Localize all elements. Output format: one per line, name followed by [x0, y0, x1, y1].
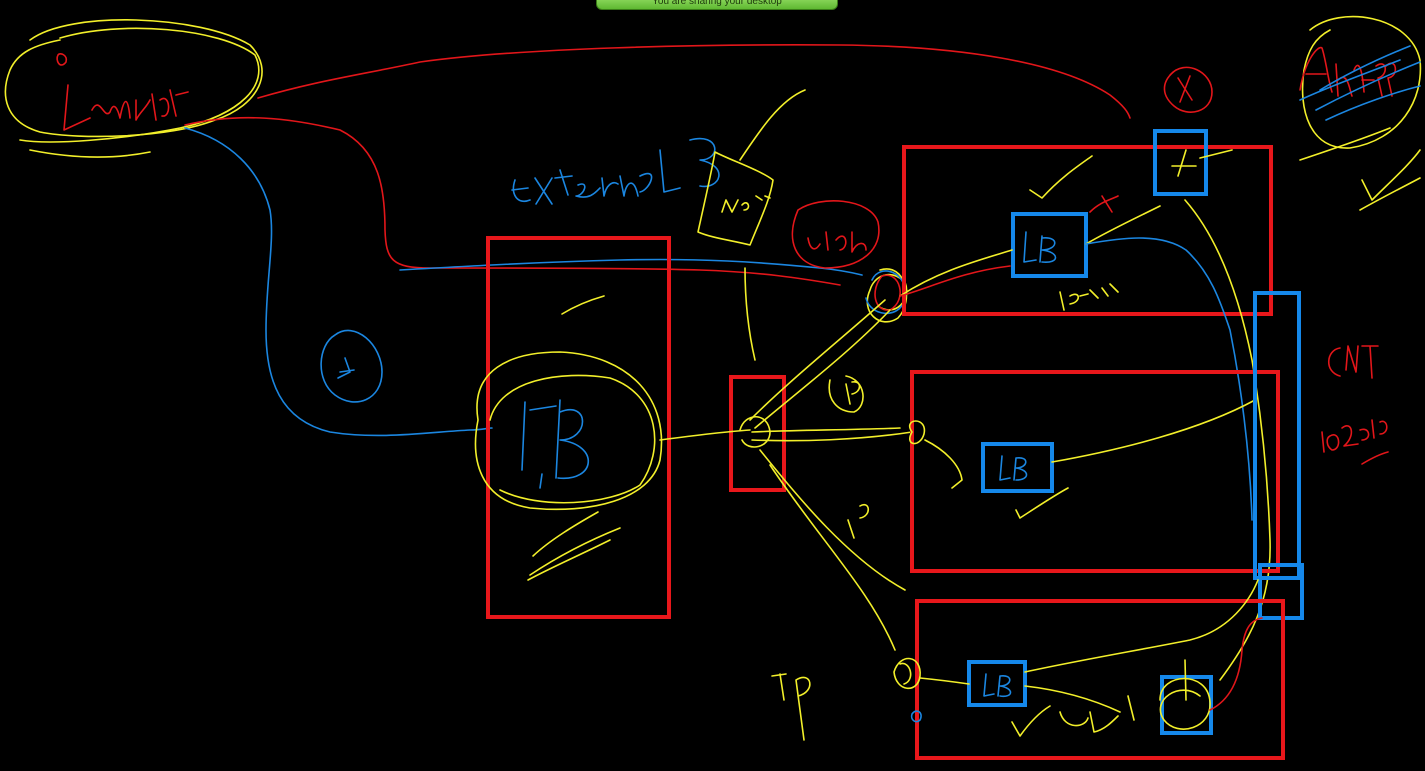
ip-annotation-middle — [828, 375, 864, 413]
worker-node-1-arrow — [899, 195, 1119, 297]
worker-node-2-lb-text — [999, 455, 1028, 481]
screen-share-banner[interactable]: You are sharing your desktop — [596, 0, 838, 10]
ip-range-underline — [1361, 451, 1389, 465]
worker-node-1-pod-link — [1184, 199, 1271, 681]
blue-step-circle — [320, 329, 383, 403]
worker-node-1-lb-text — [1023, 231, 1057, 263]
worker-node-1-lb — [1011, 212, 1088, 278]
external-lb-box — [486, 236, 671, 619]
red-connector-user-to-node — [184, 116, 841, 286]
ip-range-label — [1321, 419, 1388, 453]
worker-node-3-pod — [1160, 675, 1213, 735]
service-column — [1253, 291, 1301, 580]
gateway-to-node-lines — [659, 299, 913, 651]
red-connector-user-to-x — [257, 44, 1131, 119]
enduser-sketch — [4, 19, 263, 158]
worker-node-3-hub — [893, 657, 921, 690]
worker-node-1-blue-link — [1085, 237, 1253, 521]
app-label — [1299, 15, 1422, 211]
node-label — [791, 200, 880, 269]
cni-label — [1327, 345, 1379, 379]
worker-node-1-marks — [899, 149, 1233, 311]
worker-node-3-marks — [919, 579, 1259, 737]
external-lb-marks — [474, 295, 663, 581]
worker-node-3-lb — [967, 660, 1027, 707]
gateway-box — [729, 375, 786, 492]
ip-annotation-diagonal — [847, 503, 870, 539]
worker-node-2-marks — [909, 399, 1256, 519]
ip-annotation-bottom — [771, 673, 811, 741]
nodeport-note — [697, 89, 806, 361]
external-lb-label — [511, 137, 720, 205]
worker-node-3-box — [915, 599, 1285, 760]
worker-node-1-pod — [1153, 129, 1208, 196]
gateway-scribble — [739, 415, 771, 448]
worker-node-3-red-link — [1209, 617, 1263, 711]
blue-connector-user-to-lb — [184, 127, 493, 437]
worker-node-3-blue-dot — [910, 710, 922, 723]
x-marker — [1163, 66, 1213, 113]
worker-node-3-lb-text — [983, 673, 1012, 698]
worker-node-1-box — [902, 145, 1273, 316]
worker-node-2-lb — [981, 442, 1054, 493]
worker-node-2-box — [910, 370, 1280, 573]
